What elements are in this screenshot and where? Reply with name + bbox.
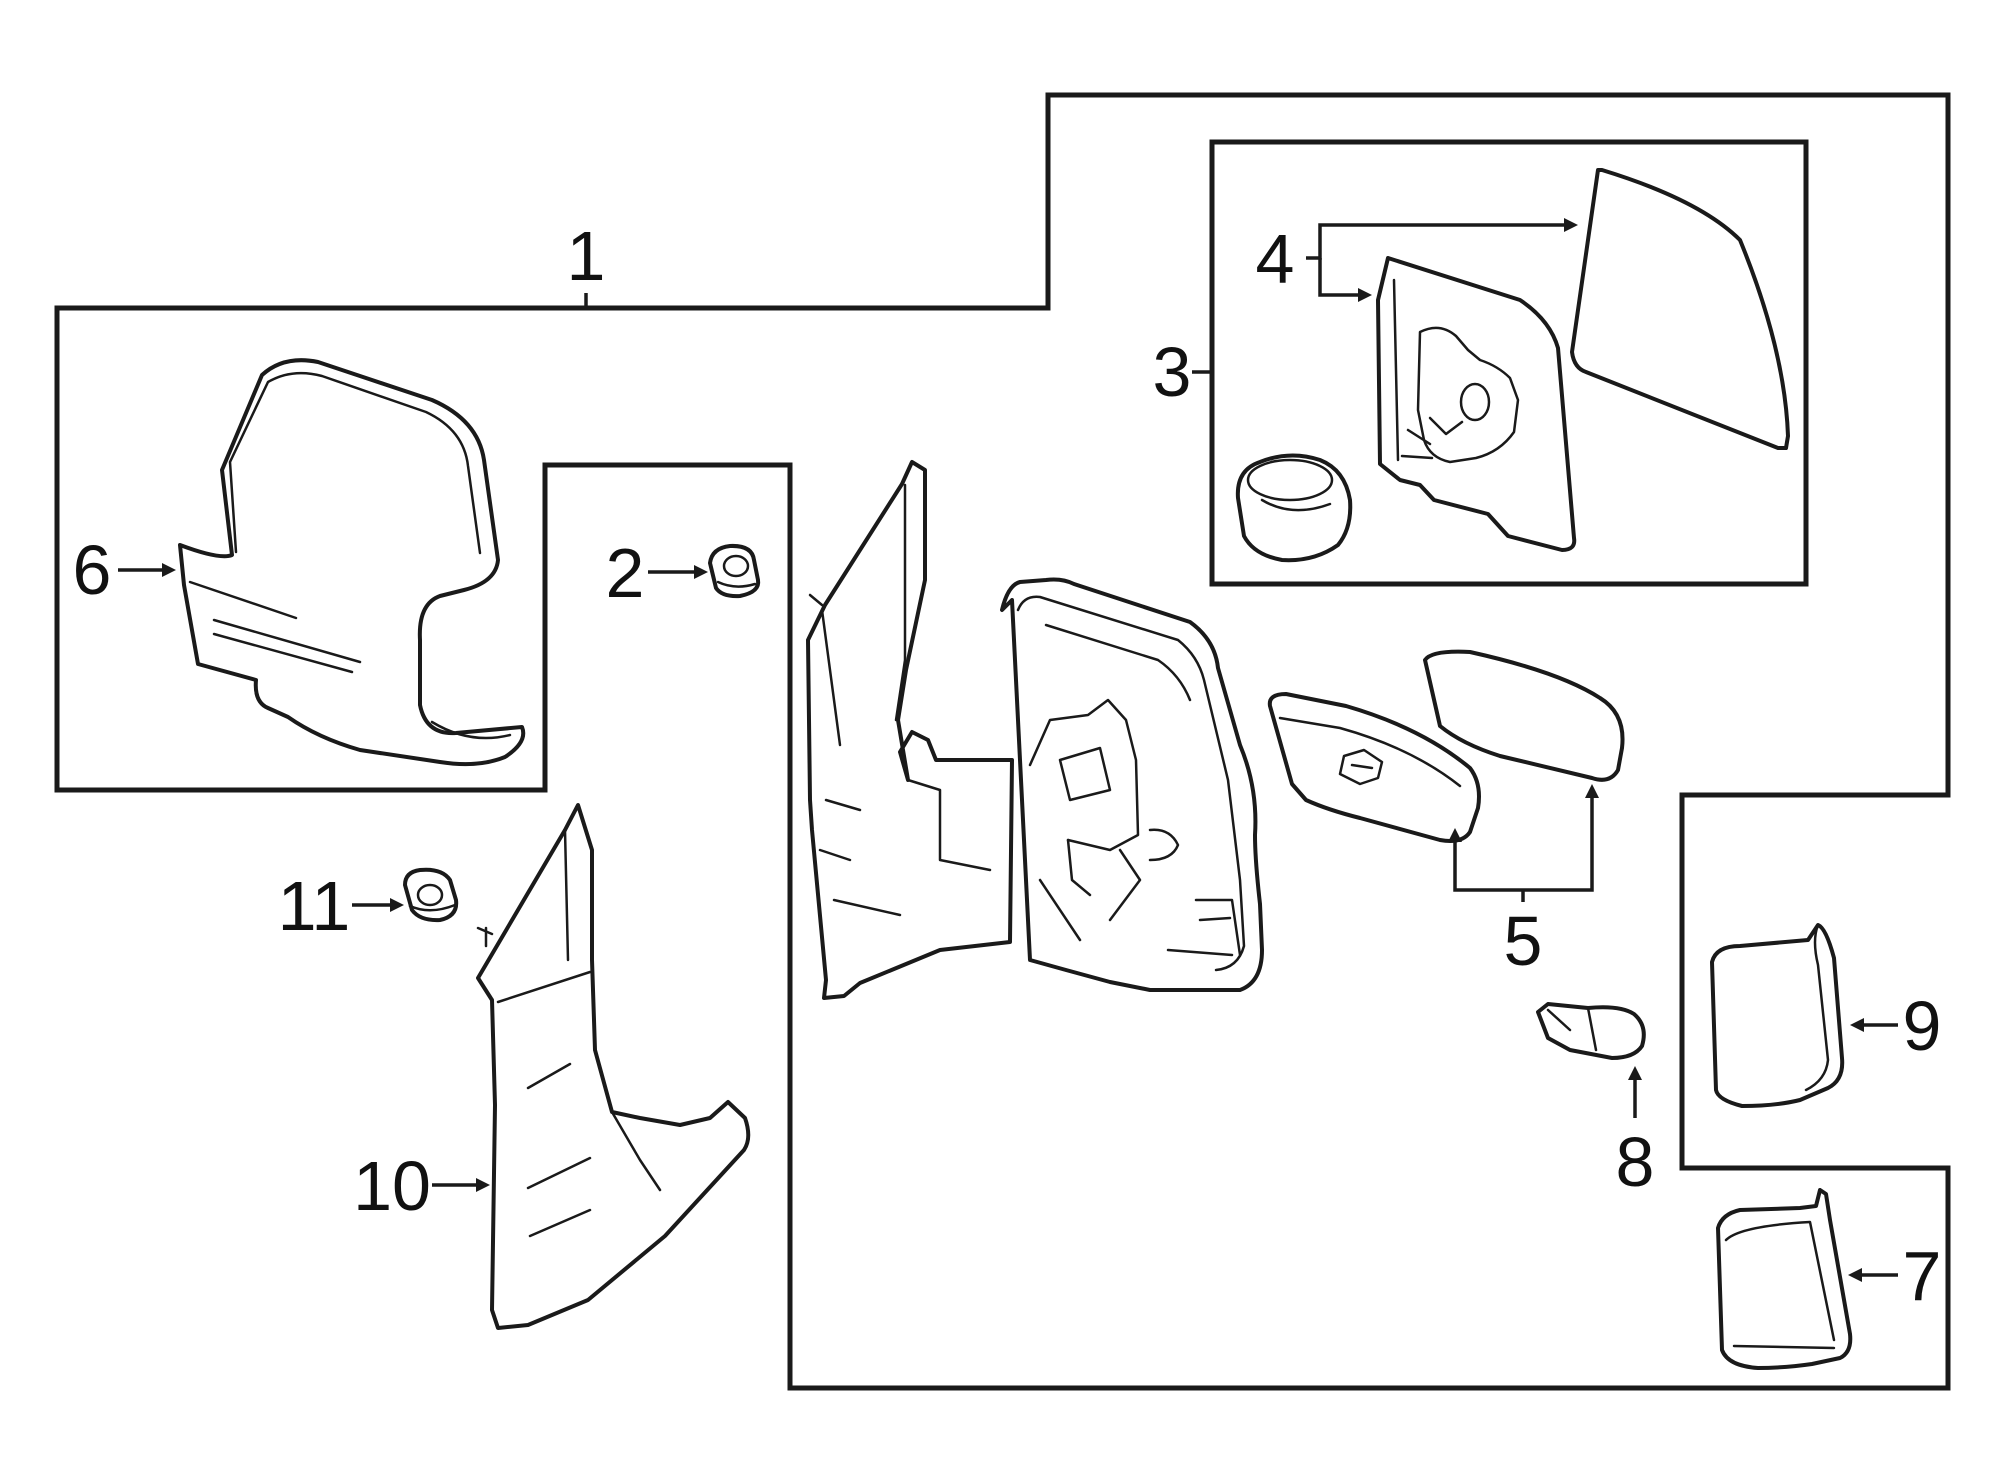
callout-7: 7 xyxy=(1903,1237,1942,1315)
callout-10: 10 xyxy=(353,1147,431,1225)
main-mirror-assembly xyxy=(806,460,1264,1000)
assembly-3-boundary xyxy=(1209,139,1809,587)
nut-part-2 xyxy=(708,543,761,599)
callout-3: 3 xyxy=(1153,333,1192,411)
callout-1: 1 xyxy=(567,217,606,295)
mirror-arm-bracket-part-10 xyxy=(476,803,751,1330)
cover-part-7 xyxy=(1716,1188,1853,1370)
callout-9: 9 xyxy=(1903,987,1942,1065)
assembly-1-boundary xyxy=(54,92,1951,1391)
callout-11: 11 xyxy=(278,867,351,945)
mirror-glass-part-5 xyxy=(1267,649,1625,843)
mirror-motor xyxy=(1235,453,1353,563)
callout-2: 2 xyxy=(606,534,645,612)
callout-4: 4 xyxy=(1256,220,1295,298)
nut-part-11 xyxy=(403,867,459,923)
callout-8: 8 xyxy=(1616,1123,1655,1201)
mirror-glass-part-4 xyxy=(1376,168,1790,552)
bulb-part-8 xyxy=(1536,1002,1646,1060)
callout-6: 6 xyxy=(73,531,112,609)
mirror-cover-part-6 xyxy=(178,358,526,767)
lamp-lens-part-9 xyxy=(1710,923,1845,1108)
callout-5: 5 xyxy=(1504,902,1543,980)
